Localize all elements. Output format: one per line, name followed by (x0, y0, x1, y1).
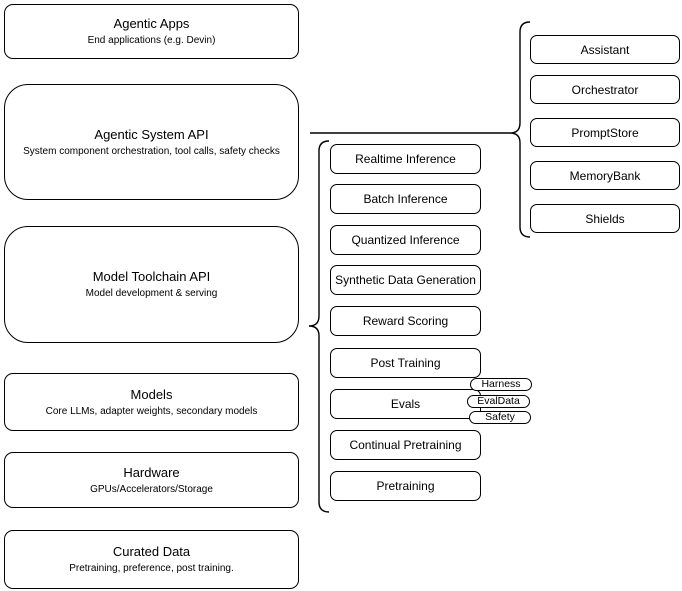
box-post-training: Post Training (330, 348, 481, 378)
box-hardware: Hardware GPUs/Accelerators/Storage (4, 452, 299, 508)
box-subtitle: GPUs/Accelerators/Storage (90, 483, 213, 495)
box-agentic-apps: Agentic Apps End applications (e.g. Devi… (4, 4, 299, 59)
box-assistant: Assistant (530, 35, 680, 64)
box-models: Models Core LLMs, adapter weights, secon… (4, 373, 299, 431)
badge-harness: Harness (470, 378, 532, 391)
box-batch-inference: Batch Inference (330, 184, 481, 214)
box-continual-pretraining: Continual Pretraining (330, 430, 481, 460)
badge-safety: Safety (469, 411, 531, 424)
box-title: Models (130, 386, 173, 402)
box-realtime-inference: Realtime Inference (330, 144, 481, 174)
toolchain-brace (308, 140, 330, 513)
box-subtitle: Pretraining, preference, post training. (69, 563, 234, 574)
box-subtitle: System component orchestration, tool cal… (23, 145, 280, 157)
box-reward-scoring: Reward Scoring (330, 306, 481, 336)
box-title: Curated Data (112, 544, 191, 559)
box-subtitle: Model development & serving (85, 288, 218, 299)
box-subtitle: Core LLMs, adapter weights, secondary mo… (45, 405, 258, 417)
box-quantized-inference: Quantized Inference (330, 225, 481, 255)
system-components-brace (509, 21, 531, 238)
box-title: Model Toolchain API (92, 269, 211, 284)
box-memorybank: MemoryBank (530, 161, 680, 190)
box-curated-data: Curated Data Pretraining, preference, po… (4, 530, 299, 589)
box-shields: Shields (530, 204, 680, 233)
box-model-toolchain-api: Model Toolchain API Model development & … (4, 226, 299, 343)
box-title: Hardware (123, 464, 180, 480)
box-promptstore: PromptStore (530, 118, 680, 147)
box-title: Agentic Apps (113, 16, 190, 31)
box-title: Agentic System API (94, 126, 209, 142)
box-pretraining: Pretraining (330, 471, 481, 501)
box-subtitle: End applications (e.g. Devin) (87, 35, 216, 46)
badge-evaldata: EvalData (467, 395, 530, 408)
box-evals: Evals (330, 389, 481, 419)
box-synthetic-data-generation: Synthetic Data Generation (330, 265, 481, 295)
box-agentic-system-api: Agentic System API System component orch… (4, 84, 299, 200)
box-orchestrator: Orchestrator (530, 75, 680, 104)
